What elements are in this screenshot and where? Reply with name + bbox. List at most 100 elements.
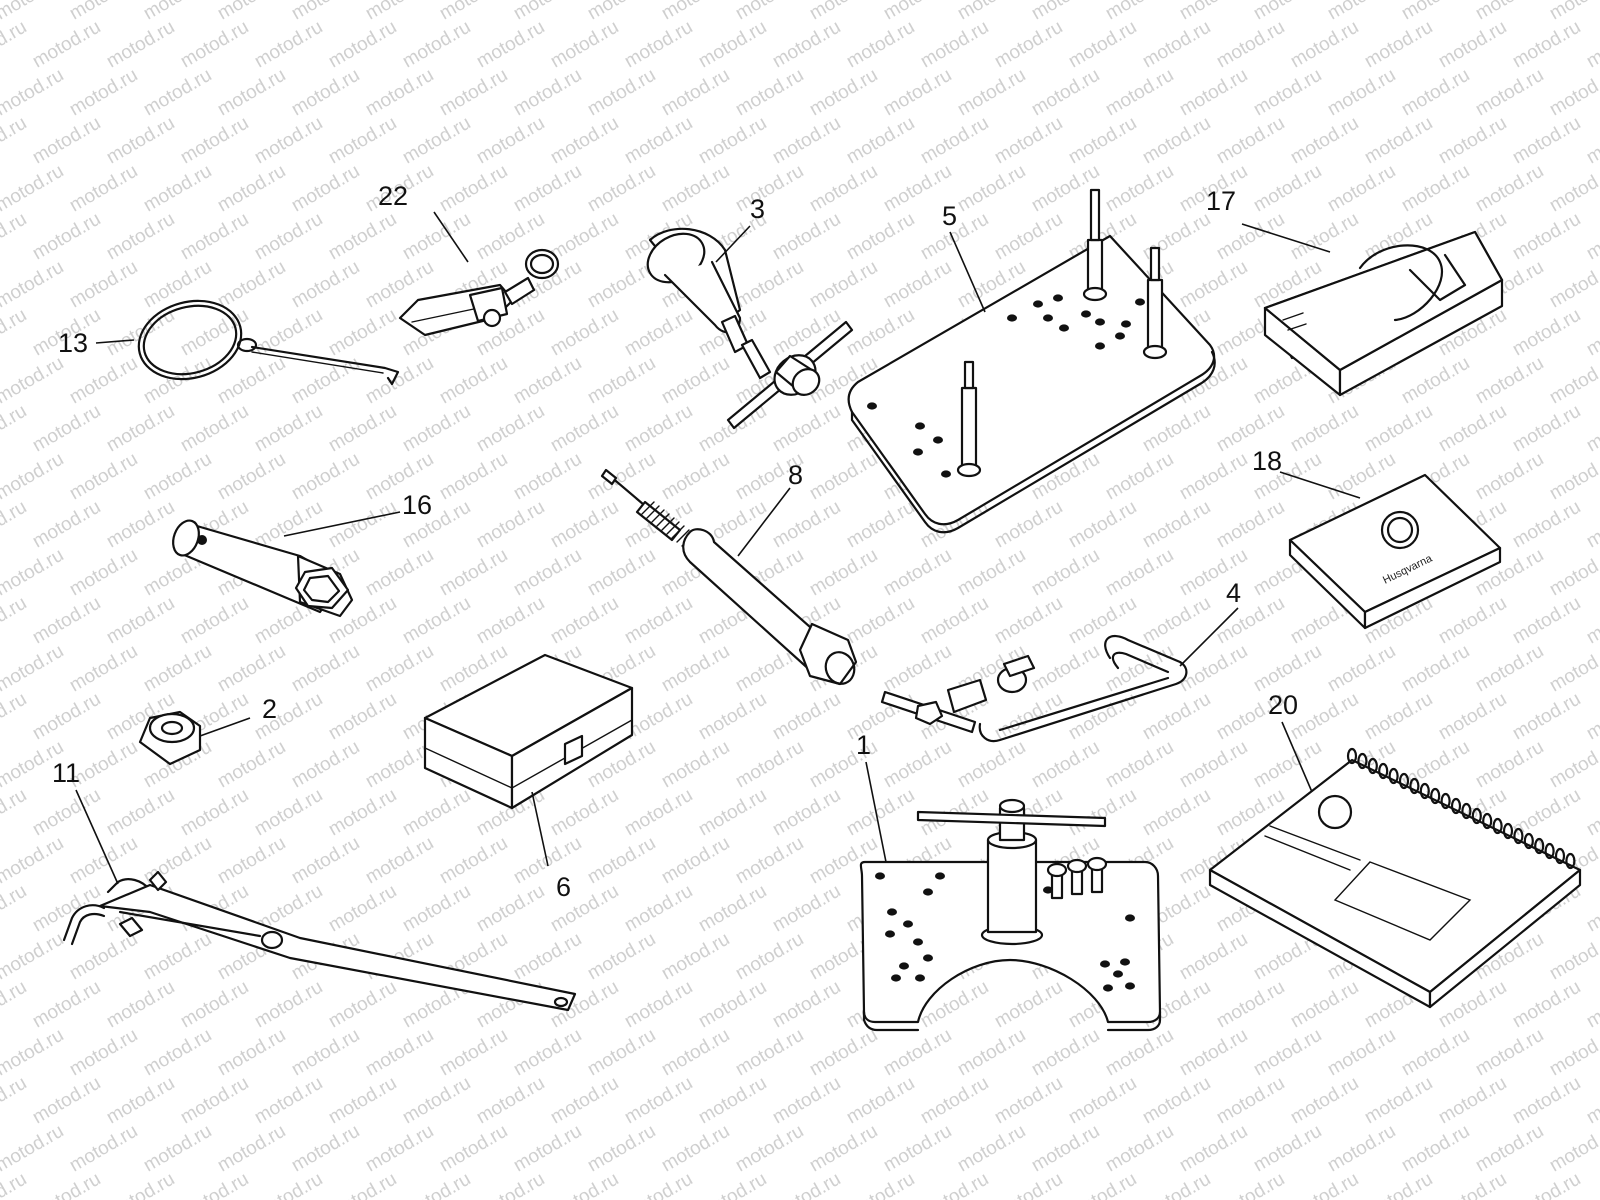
manual-booklet-icon: Husqvarna	[1288, 473, 1502, 630]
watermark-text: motod.ru	[1250, 161, 1325, 217]
watermark-text: motod.ru	[547, 17, 622, 73]
watermark-text: motod.ru	[1361, 689, 1436, 745]
watermark-text: motod.ru	[325, 689, 400, 745]
watermark-text: motod.ru	[140, 929, 215, 985]
watermark-text: motod.ru	[621, 785, 696, 841]
watermark-text: motod.ru	[1509, 1169, 1584, 1200]
watermark-text: motod.ru	[1472, 641, 1547, 697]
watermark-text: motod.ru	[29, 1169, 104, 1200]
watermark-text: motod.ru	[1176, 641, 1251, 697]
spiral-binding	[1346, 747, 1576, 870]
watermark-text: motod.ru	[621, 401, 696, 457]
watermark-text: motod.ru	[0, 593, 30, 649]
plate-hole	[923, 954, 933, 962]
watermark-text: motod.ru	[954, 0, 1029, 24]
watermark-text: motod.ru	[214, 353, 289, 409]
watermark-text: motod.ru	[288, 833, 363, 889]
watermark-text: motod.ru	[1546, 161, 1600, 217]
watermark-text: motod.ru	[29, 593, 104, 649]
watermark-text: motod.ru	[1102, 0, 1177, 24]
watermark-text: motod.ru	[399, 1073, 474, 1129]
watermark-text: motod.ru	[732, 737, 807, 793]
watermark-text: motod.ru	[251, 401, 326, 457]
watermark-text: motod.ru	[1250, 1025, 1325, 1081]
callout-22: 22	[378, 181, 408, 211]
watermark-text: motod.ru	[1065, 113, 1140, 169]
watermark-text: motod.ru	[769, 209, 844, 265]
plate-hole	[1059, 324, 1069, 332]
watermark-text: motod.ru	[325, 17, 400, 73]
watermark-text: motod.ru	[1139, 785, 1214, 841]
watermark-text: motod.ru	[66, 641, 141, 697]
watermark-text: motod.ru	[362, 833, 437, 889]
watermark-text: motod.ru	[769, 689, 844, 745]
watermark-text: motod.ru	[251, 977, 326, 1033]
watermark-text: motod.ru	[732, 161, 807, 217]
watermark-text: motod.ru	[769, 977, 844, 1033]
watermark-text: motod.ru	[0, 0, 67, 24]
watermark-text: motod.ru	[0, 305, 30, 361]
watermark-text: motod.ru	[695, 401, 770, 457]
watermark-text: motod.ru	[325, 305, 400, 361]
watermark-text: motod.ru	[1139, 1073, 1214, 1129]
watermark-text: motod.ru	[547, 305, 622, 361]
flywheel-puller-icon	[646, 227, 854, 430]
watermark-text: motod.ru	[1583, 113, 1600, 169]
watermark-text: motod.ru	[1102, 449, 1177, 505]
watermark-text: motod.ru	[214, 1025, 289, 1081]
watermark-text: motod.ru	[436, 545, 511, 601]
watermark-text: motod.ru	[621, 17, 696, 73]
watermark-text: motod.ru	[473, 881, 548, 937]
spiral-ring	[1565, 852, 1576, 870]
watermark-text: motod.ru	[1324, 0, 1399, 24]
watermark-text: motod.ru	[288, 737, 363, 793]
crankcase-support-plate-icon	[847, 188, 1216, 534]
watermark-text: motod.ru	[29, 113, 104, 169]
plate-hole	[1125, 914, 1135, 922]
watermark-text: motod.ru	[214, 833, 289, 889]
watermark-text: motod.ru	[0, 545, 67, 601]
watermark-text: motod.ru	[0, 1073, 30, 1129]
watermark-text: motod.ru	[362, 353, 437, 409]
watermark-text: motod.ru	[584, 161, 659, 217]
watermark-text: motod.ru	[991, 689, 1066, 745]
watermark-text: motod.ru	[288, 257, 363, 313]
watermark-text: motod.ru	[1546, 449, 1600, 505]
watermark-text: motod.ru	[1065, 1169, 1140, 1200]
plate-hole	[941, 470, 951, 478]
watermark-text: motod.ru	[29, 977, 104, 1033]
watermark-text: motod.ru	[769, 497, 844, 553]
watermark-text: motod.ru	[1065, 17, 1140, 73]
watermark-text: motod.ru	[1176, 1121, 1251, 1177]
watermark-text: motod.ru	[140, 65, 215, 121]
watermark-text: motod.ru	[1546, 737, 1600, 793]
watermark-text: motod.ru	[1139, 689, 1214, 745]
plate-hole	[875, 872, 885, 880]
watermark-text: motod.ru	[399, 401, 474, 457]
watermark-text: motod.ru	[732, 0, 807, 24]
watermark-text: motod.ru	[1472, 449, 1547, 505]
watermark-text: motod.ru	[1176, 257, 1251, 313]
watermark-text: motod.ru	[510, 833, 585, 889]
watermark-text: motod.ru	[214, 449, 289, 505]
watermark-text: motod.ru	[0, 209, 30, 265]
watermark-text: motod.ru	[29, 881, 104, 937]
thread-line	[656, 513, 670, 527]
watermark-text: motod.ru	[1139, 593, 1214, 649]
watermark-text: motod.ru	[658, 737, 733, 793]
watermark-text: motod.ru	[0, 65, 67, 121]
callout-2: 2	[262, 694, 277, 724]
watermark-text: motod.ru	[1398, 0, 1473, 24]
watermark-text: motod.ru	[325, 977, 400, 1033]
watermark-text: motod.ru	[251, 1169, 326, 1200]
spiral-ring	[1388, 767, 1399, 785]
watermark-text: motod.ru	[0, 785, 30, 841]
owner-manual-book-icon	[1263, 230, 1504, 397]
watermark-text: motod.ru	[1102, 65, 1177, 121]
plate-hole	[1081, 310, 1091, 318]
watermark-text: motod.ru	[1583, 401, 1600, 457]
watermark-text: motod.ru	[658, 449, 733, 505]
plate-hole	[935, 872, 945, 880]
plate-hole	[903, 920, 913, 928]
